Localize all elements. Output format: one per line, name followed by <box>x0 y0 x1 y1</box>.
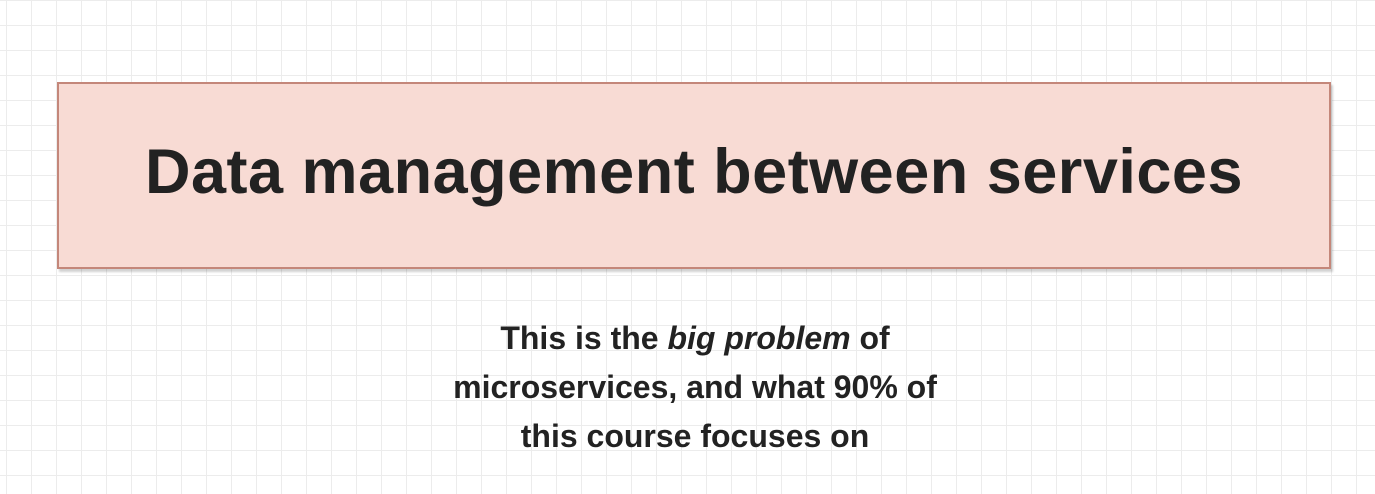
caption-line-3: this course focuses on <box>520 418 870 454</box>
title-text: Data management between services <box>145 136 1243 207</box>
caption-emphasis: big problem <box>667 320 851 356</box>
caption: This is the big problem of microservices… <box>300 314 1090 461</box>
caption-line-1-start: This is the <box>500 320 668 356</box>
caption-line-1-end: of <box>850 320 890 356</box>
caption-line-2: microservices, and what 90% of <box>453 369 937 405</box>
title-box: Data management between services <box>57 82 1331 269</box>
caption-line-1: This is the big problem of <box>300 314 1090 363</box>
